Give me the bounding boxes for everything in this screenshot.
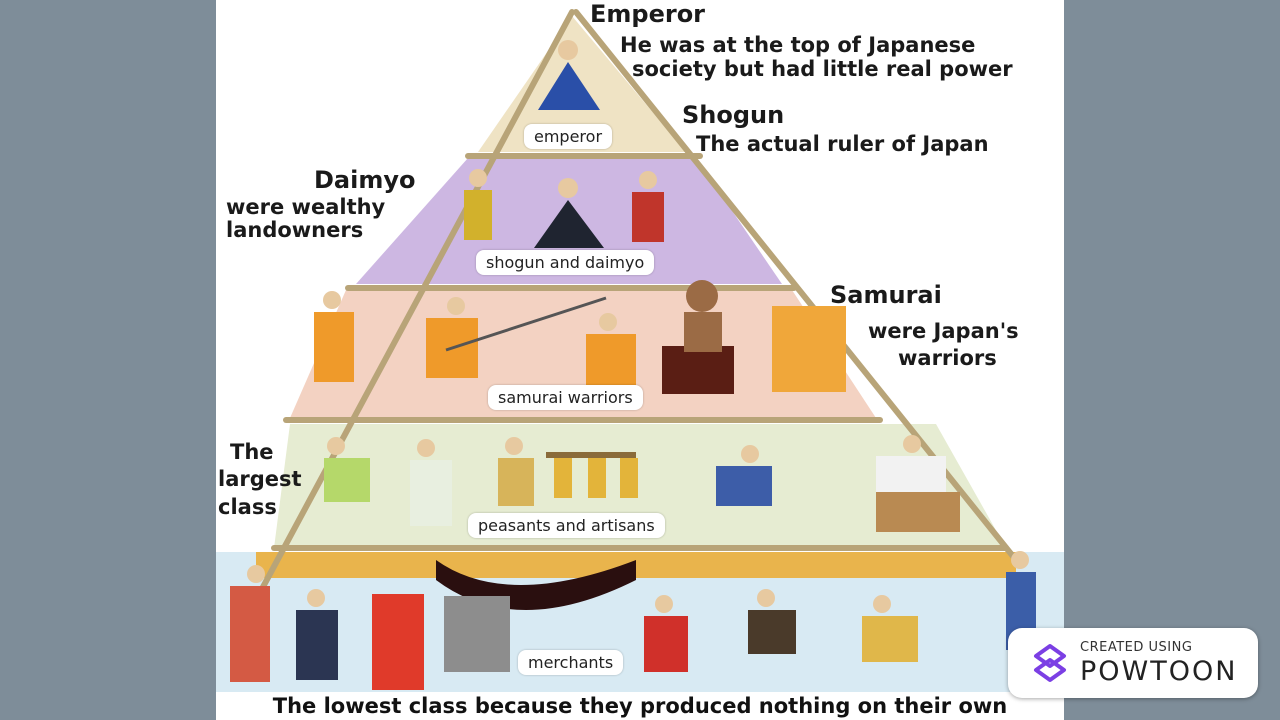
daimyo-title: Daimyo (314, 166, 416, 194)
daimyo-desc-line1: were wealthy (226, 195, 386, 219)
powtoon-logo-icon (1034, 644, 1066, 682)
tier-label-shogun-daimyo: shogun and daimyo (476, 250, 655, 275)
tier-label-emperor: emperor (524, 124, 613, 149)
figures-shogun-daimyo (464, 169, 664, 248)
samurai-desc-line2: warriors (898, 346, 997, 370)
largest-class-line1: The (230, 440, 274, 464)
samurai-title: Samurai (830, 281, 942, 309)
pyramid-illustration (216, 9, 1064, 692)
watermark-small-text: CREATED USING (1080, 640, 1193, 655)
pyramid-canvas: emperor shogun and daimyo samurai warrio… (216, 0, 1064, 720)
samurai-desc-line1: were Japan's (868, 319, 1019, 343)
tier-peasants (274, 424, 1006, 548)
shogun-desc: The actual ruler of Japan (696, 132, 989, 156)
watermark-brand-text: POWTOON (1080, 656, 1238, 687)
largest-class-line3: class (218, 495, 277, 519)
emperor-desc-line1: He was at the top of Japanese (620, 33, 976, 57)
bottom-caption: The lowest class because they produced n… (272, 694, 1008, 718)
shogun-title: Shogun (682, 101, 785, 129)
daimyo-desc-line2: landowners (226, 218, 364, 242)
tier-label-peasants: peasants and artisans (468, 513, 665, 538)
emperor-title: Emperor (590, 0, 706, 28)
emperor-desc-line2: society but had little real power (632, 57, 1013, 81)
figures-merchants (230, 551, 1036, 690)
figures-samurai (314, 280, 846, 394)
largest-class-line2: largest (218, 467, 302, 491)
tier-label-merchants: merchants (518, 650, 624, 675)
powtoon-watermark: CREATED USING POWTOON (1008, 628, 1258, 698)
figure-emperor (538, 40, 600, 110)
tier-label-samurai: samurai warriors (488, 385, 643, 410)
figures-peasants-artisans (324, 435, 960, 532)
